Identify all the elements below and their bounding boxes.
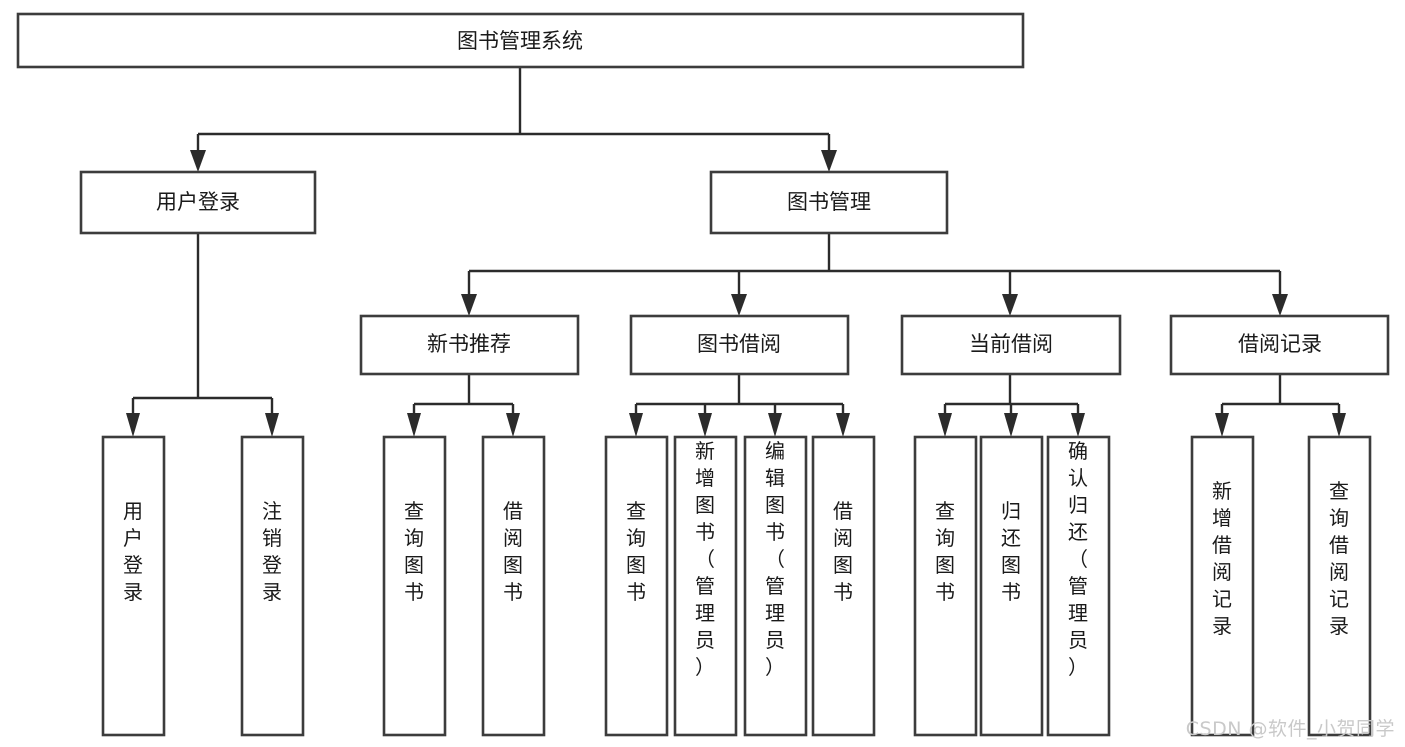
leaf-current-borrow-2[interactable]: 归还图书 (979, 435, 1044, 737)
leaf-user-login-1-box[interactable] (101, 435, 166, 737)
leaf-current-borrow-1-box[interactable] (913, 435, 978, 737)
node-root[interactable]: 图书管理系统 (16, 12, 1025, 69)
arrow-newbook-leaf1-icon (407, 413, 421, 437)
node-new-book-recommend-label: 新书推荐 (427, 332, 511, 356)
node-root-label: 图书管理系统 (457, 29, 583, 53)
arrow-root-to-bookmgmt-icon (821, 150, 837, 172)
node-book-management-box[interactable] (709, 170, 949, 235)
leaf-book-borrow-1-box[interactable] (604, 435, 669, 737)
leaf-new-book-2-box[interactable] (481, 435, 546, 737)
leaf-book-borrow-3-box[interactable] (743, 435, 808, 737)
connectors-newbook (407, 374, 520, 437)
arrow-bookmgmt-to-current-icon (1002, 294, 1018, 316)
arrow-root-to-userlogin-icon (190, 150, 206, 172)
node-current-borrow-box[interactable] (900, 314, 1122, 376)
connectors-currentborrow (938, 374, 1085, 437)
leaf-book-borrow-3[interactable]: 编辑图书（管理员） (743, 435, 808, 737)
node-borrow-record[interactable]: 借阅记录 (1169, 314, 1390, 376)
arrow-currentborrow-leaf3-icon (1071, 413, 1085, 437)
node-user-login[interactable]: 用户登录 (79, 170, 317, 235)
leaf-book-borrow-2-label: 新增图书（管理员） (695, 439, 715, 679)
connectors-bookborrow (629, 374, 850, 437)
node-new-book-recommend[interactable]: 新书推荐 (359, 314, 580, 376)
leaf-current-borrow-3-box[interactable] (1046, 435, 1111, 737)
leaf-book-borrow-2-box[interactable] (673, 435, 738, 737)
leaf-borrow-record-2-box[interactable] (1307, 435, 1372, 737)
leaf-borrow-record-2[interactable]: 查询借阅记录 (1307, 435, 1372, 737)
arrow-bookborrow-leaf2-icon (698, 413, 712, 437)
node-borrow-record-label: 借阅记录 (1238, 332, 1322, 356)
leaf-new-book-1-box[interactable] (382, 435, 447, 737)
leaf-borrow-record-1[interactable]: 新增借阅记录 (1190, 435, 1255, 737)
arrow-bookborrow-leaf4-icon (836, 413, 850, 437)
leaf-new-book-1-label: 查询图书 (404, 499, 424, 604)
leaf-current-borrow-3-label: 确认归还（管理员） (1068, 439, 1088, 679)
node-book-borrow-box[interactable] (629, 314, 850, 376)
leaf-user-login-1[interactable]: 用户登录 (101, 435, 166, 737)
node-current-borrow[interactable]: 当前借阅 (900, 314, 1122, 376)
arrow-userlogin-leaf2-icon (265, 413, 279, 437)
node-book-management[interactable]: 图书管理 (709, 170, 949, 235)
leaf-book-borrow-4-label: 借阅图书 (833, 499, 853, 604)
node-book-borrow[interactable]: 图书借阅 (629, 314, 850, 376)
arrow-currentborrow-leaf1-icon (938, 413, 952, 437)
arrow-bookmgmt-to-newbook-icon (461, 294, 477, 316)
leaf-user-login-2[interactable]: 注销登录 (240, 435, 305, 737)
leaf-book-borrow-2[interactable]: 新增图书（管理员） (673, 435, 738, 737)
leaf-book-borrow-4[interactable]: 借阅图书 (811, 435, 876, 737)
node-borrow-record-box[interactable] (1169, 314, 1390, 376)
watermark: CSDN @软件_小贺同学 (1185, 718, 1395, 740)
leaf-current-borrow-2-box[interactable] (979, 435, 1044, 737)
leaf-book-borrow-3-label: 编辑图书（管理员） (765, 439, 785, 679)
leaf-current-borrow-1[interactable]: 查询图书 (913, 435, 978, 737)
leaf-borrow-record-2-label: 查询借阅记录 (1329, 479, 1349, 638)
leaf-current-borrow-1-label: 查询图书 (935, 499, 955, 604)
node-current-borrow-label: 当前借阅 (969, 332, 1053, 356)
arrow-borrowrecord-leaf2-icon (1332, 413, 1346, 437)
arrow-bookmgmt-to-borrow-icon (731, 294, 747, 316)
leaf-book-borrow-4-box[interactable] (811, 435, 876, 737)
leaf-user-login-2-box[interactable] (240, 435, 305, 737)
leaf-borrow-record-1-label: 新增借阅记录 (1212, 479, 1232, 638)
arrow-bookborrow-leaf1-icon (629, 413, 643, 437)
leaf-book-borrow-1-label: 查询图书 (626, 499, 646, 604)
arrow-userlogin-leaf1-icon (126, 413, 140, 437)
leaf-new-book-1[interactable]: 查询图书 (382, 435, 447, 737)
leaf-current-borrow-2-label: 归还图书 (1001, 499, 1021, 604)
leaf-user-login-1-label: 用户登录 (123, 499, 143, 604)
node-new-book-recommend-box[interactable] (359, 314, 580, 376)
arrow-bookborrow-leaf3-icon (768, 413, 782, 437)
arrow-borrowrecord-leaf1-icon (1215, 413, 1229, 437)
leaf-user-login-2-label: 注销登录 (262, 499, 282, 604)
connectors-userlogin (126, 233, 279, 437)
connectors-bookmgmt (461, 233, 1288, 316)
leaf-new-book-2-label: 借阅图书 (503, 499, 523, 604)
arrow-bookmgmt-to-record-icon (1272, 294, 1288, 316)
leaf-borrow-record-1-box[interactable] (1190, 435, 1255, 737)
leaf-book-borrow-1[interactable]: 查询图书 (604, 435, 669, 737)
node-user-login-label: 用户登录 (156, 190, 240, 214)
node-book-management-label: 图书管理 (787, 190, 871, 214)
node-book-borrow-label: 图书借阅 (697, 332, 781, 356)
connectors-borrowrecord (1215, 374, 1346, 437)
connectors-root (190, 67, 837, 172)
arrow-newbook-leaf2-icon (506, 413, 520, 437)
leaf-new-book-2[interactable]: 借阅图书 (481, 435, 546, 737)
node-user-login-box[interactable] (79, 170, 317, 235)
arrow-currentborrow-leaf2-icon (1004, 413, 1018, 437)
node-root-box[interactable] (16, 12, 1025, 69)
leaf-current-borrow-3[interactable]: 确认归还（管理员） (1046, 435, 1111, 737)
